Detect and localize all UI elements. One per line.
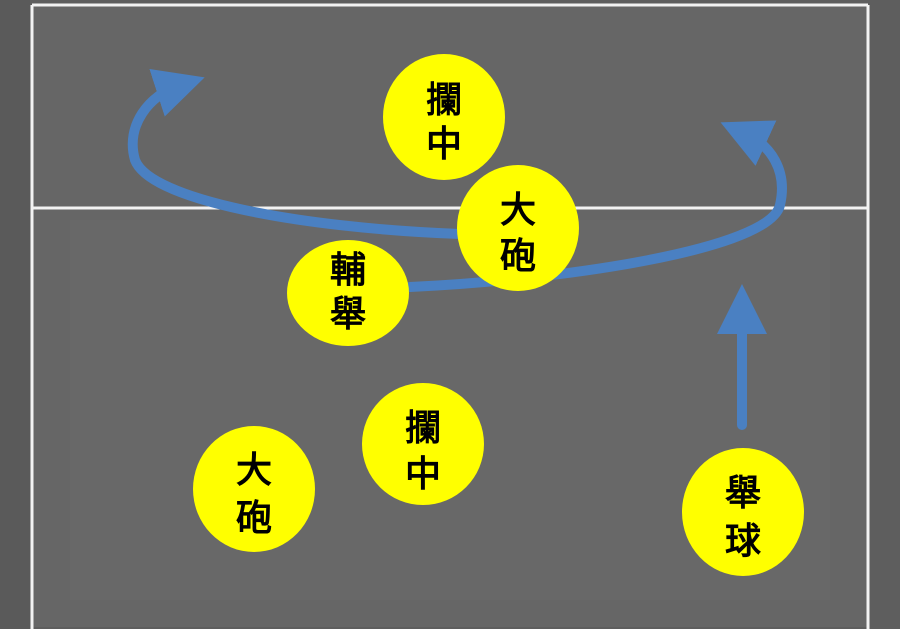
player-label: 砲 <box>236 498 272 539</box>
left-margin <box>0 0 30 629</box>
player-label: 中 <box>426 124 462 165</box>
player-front-opposite: 大 砲 <box>457 165 579 291</box>
player-setter: 舉 球 <box>682 448 804 576</box>
player-label: 輔 <box>330 250 366 291</box>
player-front-setter-assist: 輔 舉 <box>287 240 409 346</box>
player-label: 舉 <box>330 294 366 335</box>
player-back-opposite: 大 砲 <box>193 426 315 552</box>
player-label: 攔 <box>426 80 462 121</box>
arrow-left-curve <box>127 68 465 239</box>
player-back-middle-blocker: 攔 中 <box>362 383 484 505</box>
player-label: 舉 <box>725 473 761 514</box>
player-label: 大 <box>236 450 272 491</box>
player-front-middle-blocker: 攔 中 <box>383 54 505 180</box>
player-label: 攔 <box>405 408 441 449</box>
player-label: 中 <box>405 454 441 495</box>
player-label: 球 <box>725 521 762 562</box>
player-label: 砲 <box>500 236 536 277</box>
player-label: 大 <box>500 190 536 231</box>
